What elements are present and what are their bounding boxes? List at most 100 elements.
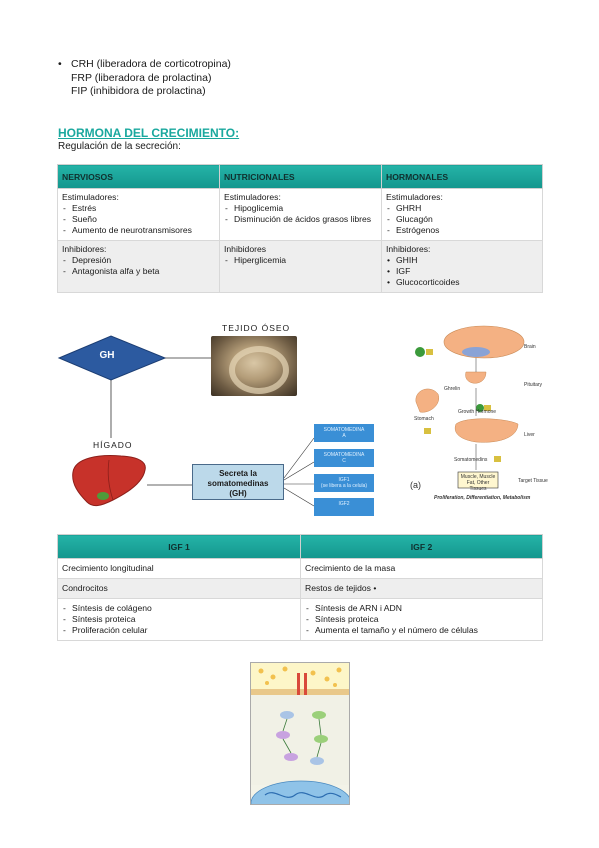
list: Síntesis de ARN i ADN Síntesis proteica … [305,603,538,636]
cell-drawing [251,663,349,804]
cell-signaling-illustration [250,662,350,805]
header-nutricionales: NUTRICIONALES [219,164,382,189]
list-item: Antagonista alfa y beta [62,266,215,277]
liver-icon [72,455,146,507]
box-line: IGF1 [338,477,350,483]
igf1-box: IGF1 (se libera a la celula) [314,474,374,492]
pathway-label-liver: Liver [524,432,535,438]
gh-pathway-illustration: Brain Pituitary Liver Target Tissue Stom… [406,320,556,508]
list-item: Glucagón [386,214,538,225]
list-item: Disminución de ácidos grasos libres [224,214,377,225]
list-item: Hipoglicemia [224,203,377,214]
pathway-label-target: Target Tissue [518,478,548,484]
list-item: Glucocorticoides [386,277,538,288]
cell-label: Estimuladores: [62,192,119,202]
table-cell: Restos de tejidos • [300,578,543,599]
table-row: Crecimiento longitudinal Crecimiento de … [57,558,543,579]
table-row-inhibidores: Inhibidores: Depresión Antagonista alfa … [57,240,543,293]
intro-line-fip: FIP (inhibidora de prolactina) [71,85,206,97]
box-line: SOMATOMEDINA [323,427,365,433]
table-cell: Síntesis de colágeno Síntesis proteica P… [57,598,301,641]
pathway-panel-label: (a) [410,480,421,490]
header-hormonales: HORMONALES [381,164,543,189]
pathway-label-ghrelin: Ghrelin [444,386,461,392]
box-line: C [342,458,346,464]
list-item: GHRH [386,203,538,214]
cell-label: Estimuladores: [224,192,281,202]
table-header-row: IGF 1 IGF 2 [57,534,543,559]
secreta-line: somatomedinas [207,479,269,488]
box-line: IGF2 [338,501,350,507]
list-item: Estrógenos [386,225,538,236]
box-line: A [342,433,346,439]
gh-diagram: GH TEJIDO ÓSEO HÍGADO Secreta la somatom… [55,318,395,528]
list-item: Síntesis proteica [305,614,538,625]
igf-table: IGF 1 IGF 2 Crecimiento longitudinal Cre… [57,534,543,641]
gh-label: GH [99,350,115,361]
table-cell: Crecimiento longitudinal [57,558,301,579]
list: Hipoglicemia Disminución de ácidos graso… [224,203,377,225]
cell-label: Inhibidores: [386,244,431,254]
somatomedina-a-box: SOMATOMEDINA A [314,424,374,442]
list-item: Síntesis proteica [62,614,296,625]
pathway-caption: Proliferation, Differentiation, Metaboli… [434,495,531,501]
cell-label: Inhibidores: [62,244,107,254]
header-igf2: IGF 2 [300,534,543,559]
intro-line-frp: FRP (liberadora de prolactina) [71,71,212,84]
cell-text: Restos de tejidos [305,583,371,593]
secreta-line: (GH) [229,489,247,498]
table-cell: Estimuladores: Hipoglicemia Disminución … [219,188,382,241]
somatomedina-c-box: SOMATOMEDINA C [314,449,374,467]
table-cell: Estimuladores: GHRH Glucagón Estrógenos [381,188,543,241]
pathway-label-somatomedins: Somatomedins [454,457,488,463]
table-cell: Condrocitos [57,578,301,599]
section-title: HORMONA DEL CRECIMIENTO: [58,126,240,140]
table-header-row: NERVIOSOS NUTRICIONALES HORMONALES [57,164,543,189]
list-item: Síntesis de ARN i ADN [305,603,538,614]
list: Depresión Antagonista alfa y beta [62,255,215,277]
tejido-oseo-label: TEJIDO ÓSEO [222,323,291,333]
pathway-drawing [415,325,525,489]
list-item: Estrés [62,203,215,214]
pathway-label-pituitary: Pituitary [524,382,543,388]
list-item: Depresión [62,255,215,266]
section-subtitle: Regulación de la secreción: [58,141,181,152]
list-item: Proliferación celular [62,625,296,636]
list: GHRH Glucagón Estrógenos [386,203,538,236]
higado-label: HÍGADO [93,440,133,450]
list-item: IGF [386,266,538,277]
intro-list: • CRH (liberadora de corticotropina) FRP… [58,58,231,99]
list-item: Síntesis de colágeno [62,603,296,614]
regulation-table: NERVIOSOS NUTRICIONALES HORMONALES Estim… [57,164,543,293]
table-cell: Inhibidores Hiperglicemia [219,240,382,293]
table-row-estimuladores: Estimuladores: Estrés Sueño Aumento de n… [57,188,543,241]
list-item: Sueño [62,214,215,225]
bullet: • [58,58,62,70]
header-igf1: IGF 1 [57,534,301,559]
intro-line-crh: CRH (liberadora de corticotropina) [71,58,231,70]
pathway-label-stomach: Stomach [414,416,434,422]
secreta-line: Secreta la [219,469,257,478]
table-row: Síntesis de colágeno Síntesis proteica P… [57,598,543,641]
list: Hiperglicemia [224,255,377,266]
list: Síntesis de colágeno Síntesis proteica P… [62,603,296,636]
cell-label: Inhibidores [224,244,267,254]
igf2-box: IGF2 [314,498,374,516]
box-line: SOMATOMEDINA [323,452,365,458]
list-item: Aumenta el tamaño y el número de células [305,625,538,636]
table-cell: Estimuladores: Estrés Sueño Aumento de n… [57,188,220,241]
table-cell: Inhibidores: Depresión Antagonista alfa … [57,240,220,293]
table-cell: Crecimiento de la masa [300,558,543,579]
table-row: Condrocitos Restos de tejidos • [57,578,543,599]
list-item: Aumento de neurotransmisores [62,225,215,236]
table-cell: Inhibidores: GHIH IGF Glucocorticoides [381,240,543,293]
intro-line: • CRH (liberadora de corticotropina) [58,58,231,72]
list-item: GHIH [386,255,538,266]
header-nerviosos: NERVIOSOS [57,164,220,189]
list: Estrés Sueño Aumento de neurotransmisore… [62,203,215,236]
cell-label: Estimuladores: [386,192,443,202]
pathway-label-gh: Growth Hormone [458,409,497,415]
table-cell: Síntesis de ARN i ADN Síntesis proteica … [300,598,543,641]
bullet: • [373,583,377,593]
pathway-label-brain: Brain [524,344,536,350]
